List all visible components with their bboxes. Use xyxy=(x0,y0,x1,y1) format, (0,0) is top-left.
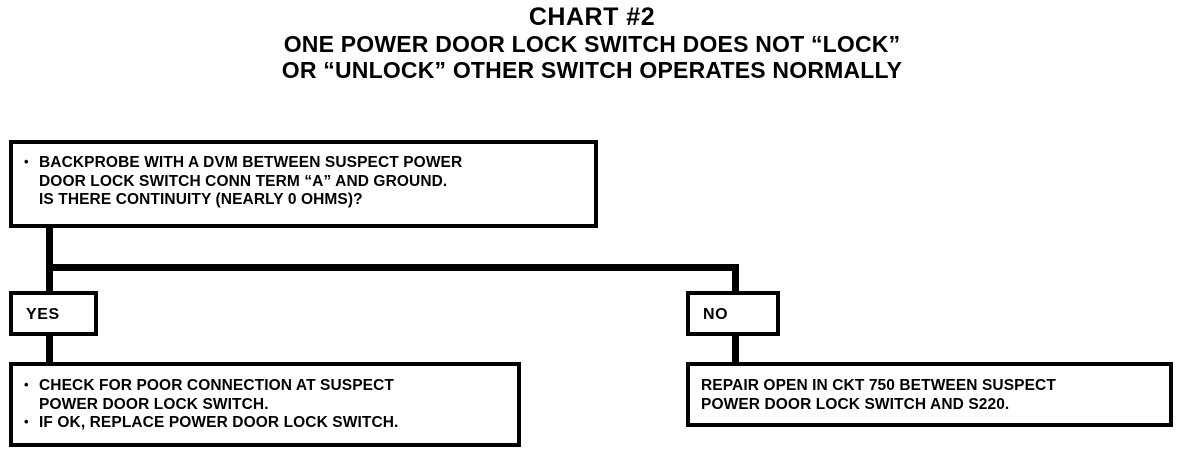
connector-down-to-yes xyxy=(46,264,53,294)
connector-no-to-result xyxy=(732,332,739,365)
branch-label-no: NO xyxy=(703,306,729,323)
no-result-line-1: REPAIR OPEN IN CKT 750 BETWEEN SUSPECT xyxy=(701,377,1056,394)
question-line-1: BACKPROBE WITH A DVM BETWEEN SUSPECT POW… xyxy=(24,153,594,173)
question-line-2: DOOR LOCK SWITCH CONN TERM “A” AND GROUN… xyxy=(39,172,448,190)
branch-box-no: NO xyxy=(686,291,780,336)
result-box-no: REPAIR OPEN IN CKT 750 BETWEEN SUSPECT P… xyxy=(686,362,1173,427)
branch-box-yes: YES xyxy=(9,291,98,336)
yes-result-line-3: IF OK, REPLACE POWER DOOR LOCK SWITCH. xyxy=(24,413,517,433)
yes-result-line-1: CHECK FOR POOR CONNECTION AT SUSPECT xyxy=(24,376,517,396)
connector-down-to-no xyxy=(732,264,739,294)
chart-subtitle-line-2: OR “UNLOCK” OTHER SWITCH OPERATES NORMAL… xyxy=(281,57,903,83)
chart-title-block: CHART #2 ONE POWER DOOR LOCK SWITCH DOES… xyxy=(0,3,1184,84)
branch-label-yes: YES xyxy=(26,306,60,323)
question-box: BACKPROBE WITH A DVM BETWEEN SUSPECT POW… xyxy=(9,140,598,228)
connector-horizontal-bar xyxy=(46,264,739,271)
result-box-yes: CHECK FOR POOR CONNECTION AT SUSPECT POW… xyxy=(9,362,521,447)
yes-result-line-2: POWER DOOR LOCK SWITCH. xyxy=(39,395,269,413)
chart-subtitle-line-1: ONE POWER DOOR LOCK SWITCH DOES NOT “LOC… xyxy=(283,31,901,57)
chart-title: CHART #2 xyxy=(528,3,656,31)
no-result-line-2: POWER DOOR LOCK SWITCH AND S220. xyxy=(701,395,1010,413)
question-line-3: IS THERE CONTINUITY (NEARLY 0 OHMS)? xyxy=(39,191,363,208)
connector-yes-to-result xyxy=(46,332,53,365)
connector-stem-from-question xyxy=(46,226,53,270)
